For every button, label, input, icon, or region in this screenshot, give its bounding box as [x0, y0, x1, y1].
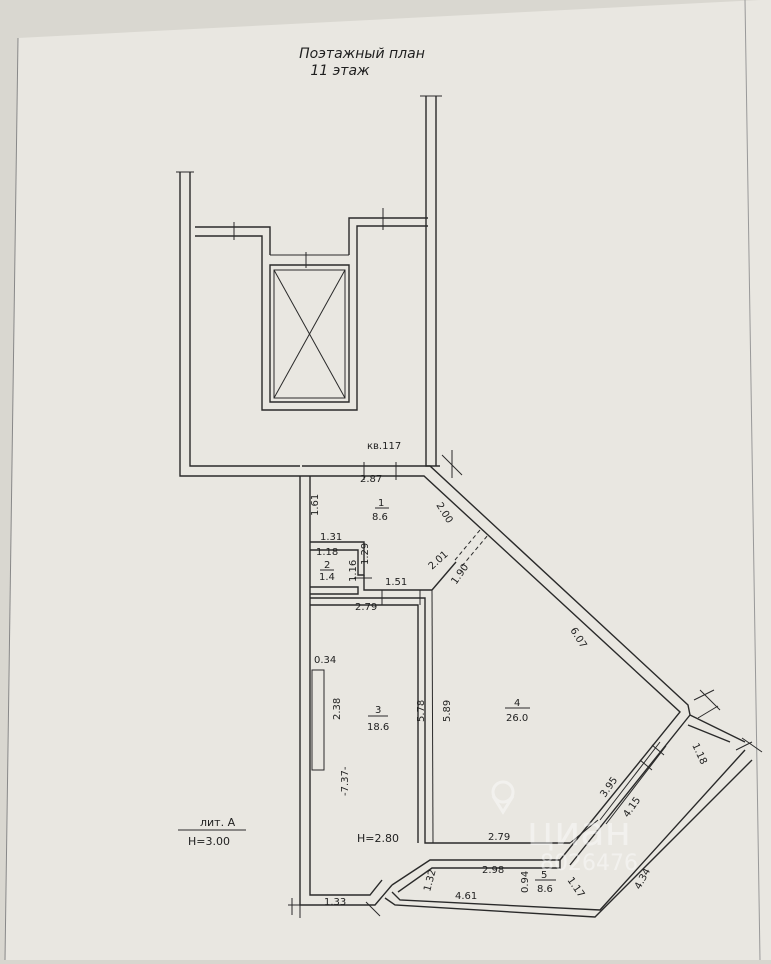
dim-2.38: 2.38 [332, 698, 343, 720]
dim-2.87: 2.87 [360, 474, 382, 485]
dim-0.94: 0.94 [520, 871, 531, 893]
dim-5.89: 5.89 [442, 700, 453, 722]
paper-edge-right [744, 0, 761, 961]
watermark: циан 8026476 [491, 780, 638, 876]
room-4-number: 4 [514, 698, 520, 709]
dim-1.33: 1.33 [324, 897, 346, 908]
dim-5.78: 5.78 [416, 700, 427, 722]
ceiling-height-3: H=2.80 [357, 832, 399, 845]
legend-lit: лит. А [200, 816, 236, 829]
dim-2.98: 2.98 [482, 865, 504, 876]
room-1-number: 1 [378, 498, 384, 509]
room-5-area: 8.6 [537, 884, 553, 895]
apartment-number: кв.117 [367, 441, 401, 452]
dim-2.79b: 2.79 [488, 832, 510, 843]
watermark-number: 8026476 [540, 851, 638, 876]
apartment-walls [288, 450, 763, 918]
room-4-area: 26.0 [506, 713, 528, 724]
legend-height: H=3.00 [188, 835, 230, 848]
room-1-area: 8.6 [372, 512, 388, 523]
shaft-cross-2 [273, 269, 346, 399]
dim-1.16: 1.16 [348, 560, 359, 582]
dim-1.29: 1.29 [360, 543, 371, 565]
watermark-text: циан [527, 809, 631, 855]
floor-label: 11 этаж [310, 63, 370, 79]
interior-walls [310, 529, 599, 844]
dim-2.79a: 2.79 [355, 602, 377, 613]
room-5-number: 5 [541, 870, 547, 881]
plan-title: Поэтажный план [299, 46, 425, 62]
dim-1.61: 1.61 [310, 494, 321, 516]
room-2-area: 1.4 [319, 572, 335, 583]
location-pin-icon [491, 780, 515, 815]
paper [5, 0, 771, 960]
dim-0.34: 0.34 [314, 655, 336, 666]
closet [311, 669, 325, 771]
room-3-number: 3 [375, 705, 381, 716]
paper-edge-left [4, 37, 19, 961]
dim-1.18: 1.18 [316, 547, 338, 558]
room-2-number: 2 [324, 560, 330, 571]
room-3-area: 18.6 [367, 722, 389, 733]
dim-1.51: 1.51 [385, 577, 407, 588]
dim-4.61: 4.61 [455, 891, 477, 902]
dim-1.31: 1.31 [320, 532, 342, 543]
dim-7.37: -7.37- [340, 766, 351, 796]
stairwell-walls [176, 95, 442, 477]
